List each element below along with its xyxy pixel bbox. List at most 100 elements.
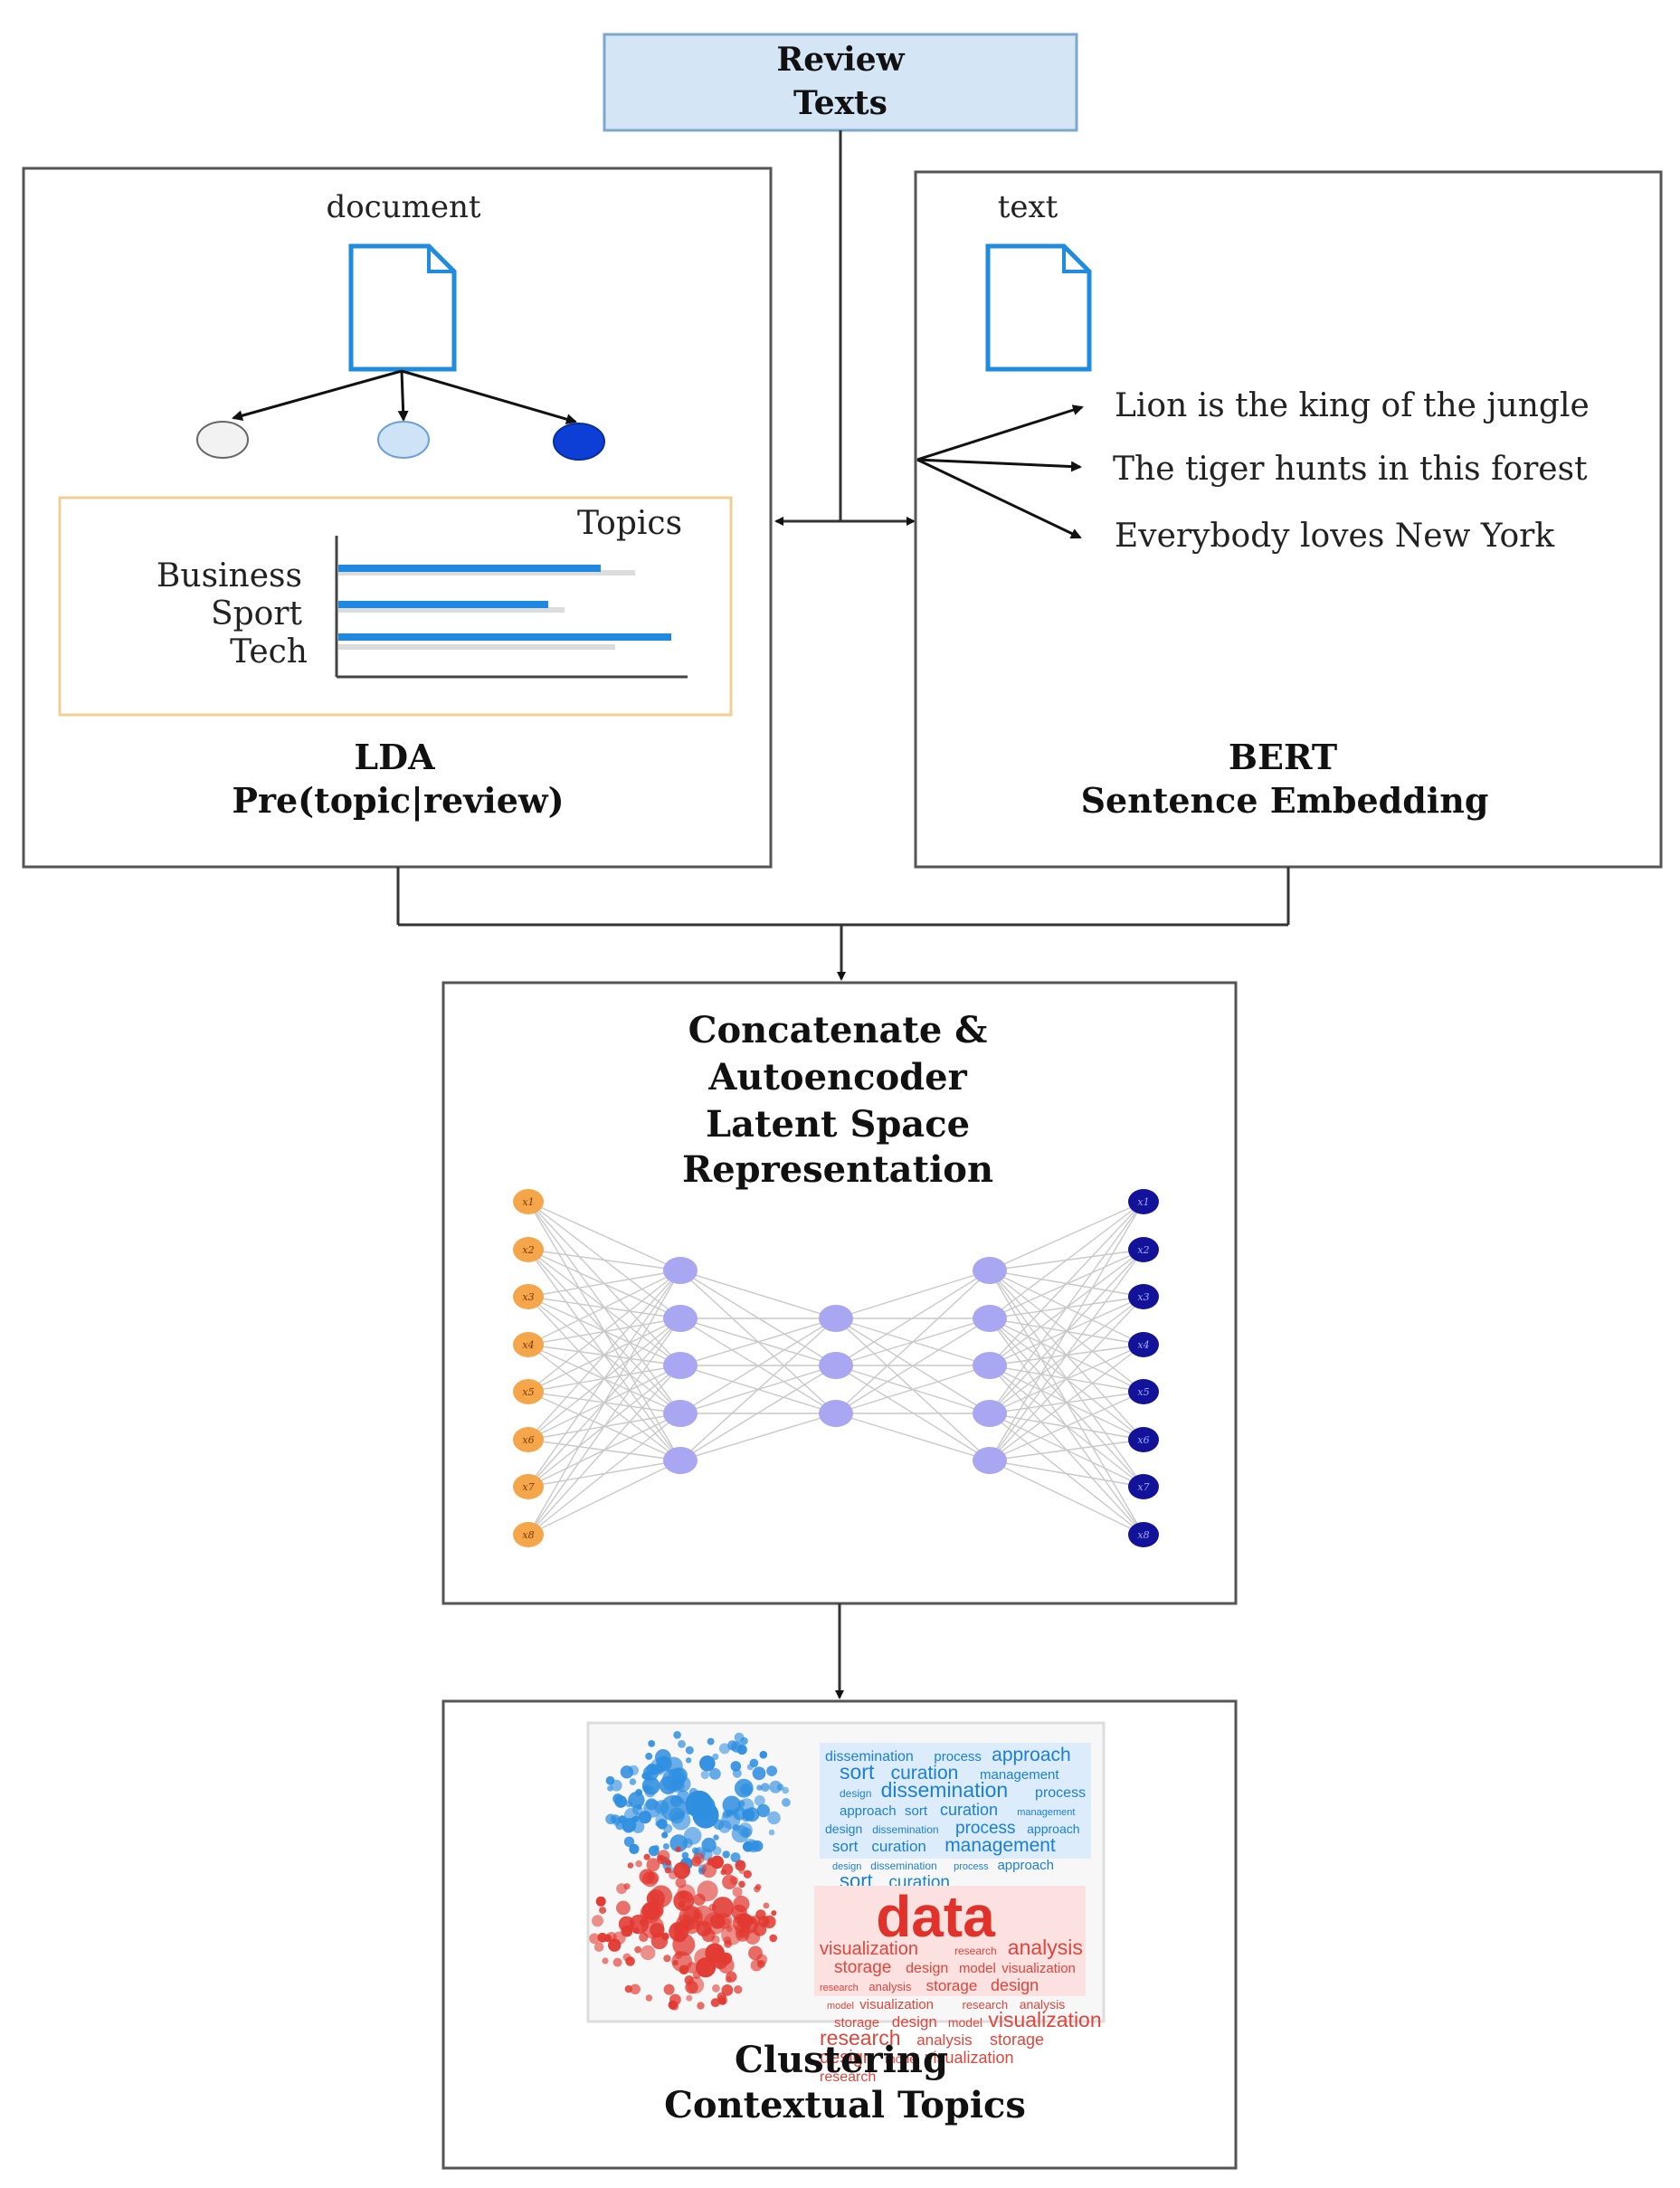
red-cluster-bubble: [623, 1883, 631, 1890]
blue-cluster-bubble: [662, 1843, 669, 1850]
network-edge: [679, 1270, 837, 1319]
red-cluster-bubble: [683, 1917, 700, 1935]
autoencoder-title-line4: Representation: [682, 1148, 993, 1191]
red-cluster-bubble: [745, 1929, 761, 1945]
network-edge: [989, 1201, 1144, 1414]
word-cloud-word: visualization: [988, 2008, 1101, 2031]
red-cluster-bubble: [624, 1984, 632, 1993]
blue-cluster-bubble: [612, 1793, 623, 1804]
clustering-caption-line1: Clustering: [735, 2039, 948, 2081]
encoder-hidden-node: [663, 1400, 698, 1427]
input-node: [513, 1237, 544, 1262]
red-cluster-bubble: [625, 1956, 635, 1966]
red-cluster-bubble: [694, 1948, 714, 1968]
lda-caption-line1: LDA: [354, 737, 435, 777]
decoder-hidden-node: [973, 1400, 1007, 1427]
blue-cluster-bubble: [712, 1846, 722, 1856]
word-cloud-word: model: [827, 2001, 854, 2012]
clustering-caption-line2: Contextual Topics: [664, 2084, 1026, 2126]
topics-panel: Topics Business Sport Tech: [58, 496, 733, 717]
output-node-label: x3: [1137, 1291, 1149, 1303]
topic-bar-business-grey: [338, 570, 635, 576]
word-cloud-word: management: [944, 1835, 1056, 1856]
topic-bar-business-blue: [338, 565, 601, 572]
word-cloud-word: analysis: [868, 1980, 911, 1993]
bert-sentence-2: The tiger hunts in this forest: [1113, 451, 1588, 488]
blue-cluster-bubble: [766, 1765, 777, 1776]
decoder-hidden-node: [973, 1305, 1007, 1332]
topic-bar-tech-grey: [338, 644, 615, 650]
network-edge: [989, 1201, 1144, 1271]
word-cloud-word: process: [1035, 1785, 1086, 1801]
blue-cluster-bubble: [760, 1783, 770, 1792]
red-cluster-bubble: [763, 1915, 776, 1929]
word-cloud-word: sort: [840, 1760, 875, 1784]
blue-cluster-bubble: [707, 1737, 715, 1746]
red-cluster-bubble: [732, 1913, 752, 1933]
autoencoder-title-line3: Latent Space: [706, 1103, 970, 1146]
red-cluster-bubble: [643, 1853, 650, 1860]
encoder-hidden-node: [663, 1257, 698, 1284]
input-node-label: x6: [522, 1434, 534, 1446]
red-cluster-bubble: [677, 1884, 696, 1903]
network-edge: [989, 1460, 1144, 1536]
word-cloud-word: curation: [891, 1763, 959, 1784]
blue-cluster-bubble: [688, 1787, 698, 1797]
red-cluster-bubble: [650, 1885, 672, 1907]
output-node-label: x8: [1137, 1529, 1149, 1541]
red-cluster-bubble: [691, 1856, 702, 1867]
red-cluster-bubble: [675, 1846, 681, 1852]
blue-cluster-bubble: [752, 1840, 764, 1852]
blue-cluster-bubble: [662, 1823, 673, 1834]
decoder-hidden-node: [973, 1352, 1007, 1379]
word-cloud-word: process: [955, 1819, 1016, 1838]
red-cluster-bubble: [684, 1975, 694, 1985]
red-cluster-bubble: [592, 1915, 603, 1927]
red-cluster-bubble: [717, 1957, 735, 1974]
network-edge: [527, 1270, 681, 1393]
blue-cluster-bubble: [629, 1843, 640, 1854]
red-cluster-bubble: [678, 1900, 686, 1908]
red-cluster-bubble: [669, 1870, 678, 1880]
output-node-label: x4: [1137, 1339, 1149, 1351]
output-node: [1128, 1189, 1159, 1214]
blue-cluster-bubble: [730, 1852, 741, 1863]
network-edge: [989, 1249, 1144, 1461]
word-cloud-word: design: [892, 2013, 937, 2031]
topic-node-white: [196, 421, 249, 459]
output-node: [1128, 1474, 1159, 1499]
blue-cluster-bubble: [641, 1773, 649, 1780]
blue-cluster-bubble: [648, 1740, 656, 1747]
merge-connector: [396, 867, 1290, 981]
autoencoder-title-line1: Concatenate &: [688, 1009, 988, 1051]
blue-cluster-bubble: [721, 1810, 741, 1830]
blue-cluster-bubble: [620, 1765, 634, 1779]
encoder-hidden-node: [663, 1352, 698, 1379]
blue-cluster-bubble: [605, 1775, 615, 1785]
red-cluster-bubble: [686, 1994, 693, 2002]
blue-cluster-bubble: [740, 1736, 748, 1746]
blue-cluster-bubble: [632, 1804, 643, 1815]
blue-cluster-bubble: [734, 1778, 754, 1798]
network-edge: [989, 1439, 1144, 1461]
blue-cluster-bubble: [782, 1786, 789, 1794]
word-cloud-word: design: [840, 1787, 871, 1800]
input-node-label: x8: [522, 1529, 534, 1541]
input-node-label: x3: [522, 1291, 534, 1303]
red-cluster-bubble: [593, 1942, 604, 1952]
word-cloud-word: research: [820, 2069, 876, 2085]
review-texts-box: Review Texts: [603, 33, 1078, 132]
word-cloud-word: process: [934, 1749, 982, 1765]
red-cluster-bubble: [722, 1874, 737, 1889]
red-cluster-bubble: [754, 1886, 761, 1893]
red-cluster-bubble: [756, 1954, 768, 1965]
input-node-label: x7: [522, 1481, 534, 1493]
red-cluster-bubble: [734, 1985, 743, 1994]
output-node: [1128, 1284, 1159, 1309]
network-edge: [679, 1413, 837, 1461]
word-cloud-word: approach: [1027, 1822, 1079, 1836]
input-node-label: x4: [522, 1339, 534, 1351]
red-cluster-bubble: [621, 1925, 633, 1937]
word-cloud-word: visualization: [925, 2049, 1014, 2067]
